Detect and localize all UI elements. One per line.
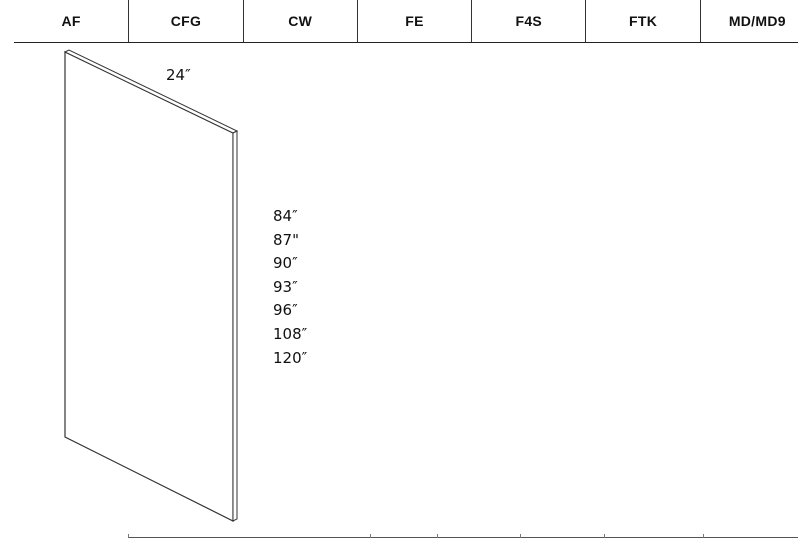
footer-divider <box>604 534 605 538</box>
height-option: 87" <box>273 230 299 249</box>
footer-divider <box>520 534 521 538</box>
height-option: 93″ <box>273 277 298 296</box>
tab-cw[interactable]: CW <box>242 0 357 42</box>
footer-divider <box>703 534 704 538</box>
tab-md-md9[interactable]: MD/MD9 <box>699 0 798 42</box>
tab-ftk[interactable]: FTK <box>585 0 699 42</box>
tab-fe[interactable]: FE <box>356 0 471 42</box>
height-option: 108″ <box>273 324 308 343</box>
panel-front-face <box>64 51 234 522</box>
footer-divider <box>370 534 371 538</box>
height-option: 84″ <box>273 207 298 225</box>
product-code-tabs: AF CFG CW FE F4S FTK MD/MD9 <box>14 0 798 43</box>
height-option: 120″ <box>273 348 308 367</box>
height-option: 90″ <box>273 254 298 273</box>
panel-width-label: 24″ <box>166 66 191 84</box>
tab-af[interactable]: AF <box>61 13 81 29</box>
footer-divider <box>128 534 129 538</box>
footer-divider <box>437 534 438 538</box>
tab-f4s[interactable]: F4S <box>471 0 585 42</box>
tab-cfg[interactable]: CFG <box>128 0 242 42</box>
panel-side-edge <box>232 130 238 522</box>
height-options-list: 84″ 87" 90″ 93″ 96″ 108″ 120″ <box>273 205 307 370</box>
height-option: 96″ <box>273 301 298 320</box>
